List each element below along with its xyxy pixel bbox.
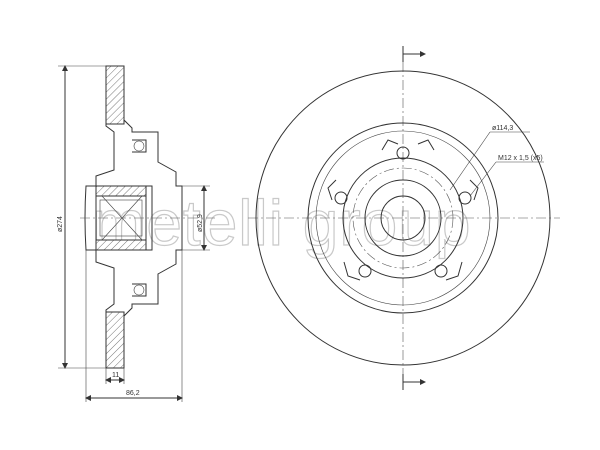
pcd-label: ø114,3 [492, 125, 513, 132]
bore-diameter-label: ø52,9 [197, 214, 204, 232]
outer-diameter-label: ø274 [57, 216, 64, 232]
side-section-view: ø274 ø52,9 11 [57, 65, 215, 402]
thickness-label: 11 [112, 372, 119, 379]
total-height-label: 86,2 [126, 390, 140, 397]
watermark-text: metelli group [92, 187, 471, 259]
thread-label: M12 x 1,5 (x5) [498, 155, 543, 162]
front-view: ø114,3 M12 x 1,5 (x5) [248, 46, 560, 390]
